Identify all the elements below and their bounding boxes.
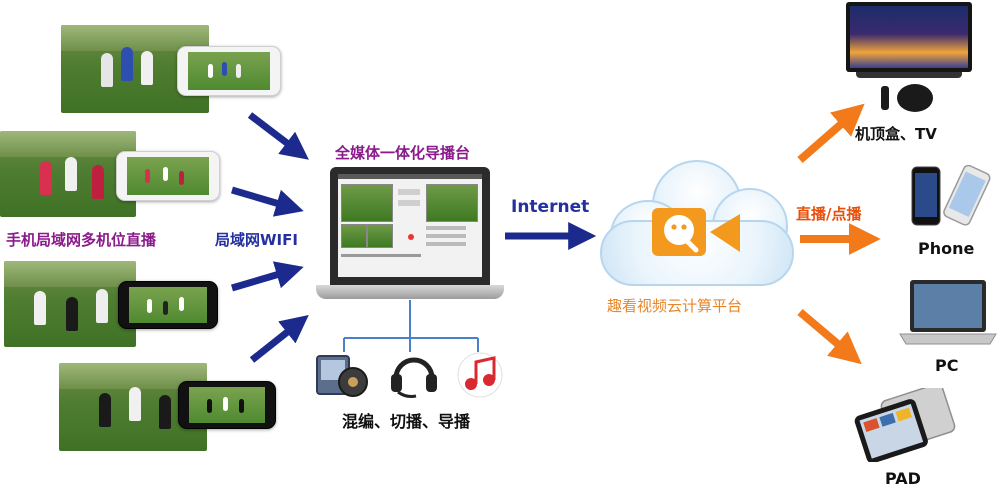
- video-camera-logo-icon: [652, 208, 740, 256]
- settop-box-icon: [881, 84, 933, 112]
- output-arrow-tv: [797, 103, 865, 164]
- smartphone-icon: [116, 151, 220, 201]
- input-arrow-1: [247, 112, 309, 160]
- pad-label: PAD: [885, 469, 921, 488]
- editing-functions-label: 混编、切播、导播: [342, 412, 471, 431]
- director-console-label: 全媒体一体化导播台: [335, 144, 471, 162]
- laptop-pc-icon: [899, 280, 997, 345]
- lan-wifi-label: 局域网WIFI: [215, 231, 298, 249]
- photo-video-icon: [316, 355, 368, 397]
- music-notes-icon: [457, 352, 503, 398]
- input-arrow-2: [231, 186, 304, 217]
- settop-tv-label: 机顶盒、TV: [855, 125, 937, 143]
- input-arrow-4: [249, 315, 309, 363]
- phone-label: Phone: [918, 239, 975, 258]
- internet-label: Internet: [511, 197, 590, 217]
- tablet-pad-icon: [854, 388, 956, 462]
- output-arrow-pc: [797, 308, 862, 365]
- pc-label: PC: [935, 356, 959, 375]
- multi-camera-label: 手机局域网多机位直播: [6, 231, 157, 249]
- headset-icon: [391, 357, 437, 398]
- smartphone-icon: [178, 381, 276, 429]
- tv-icon: [846, 2, 972, 78]
- cloud-platform-label: 趣看视频云计算平台: [607, 297, 743, 315]
- live-vod-label: 直播/点播: [796, 205, 862, 223]
- sports-photo: [0, 131, 136, 217]
- sports-photo: [4, 261, 136, 347]
- smartphones-icon: [911, 165, 991, 226]
- input-arrow-3: [231, 261, 304, 292]
- smartphone-icon: [118, 281, 218, 329]
- smartphone-icon: [177, 46, 281, 96]
